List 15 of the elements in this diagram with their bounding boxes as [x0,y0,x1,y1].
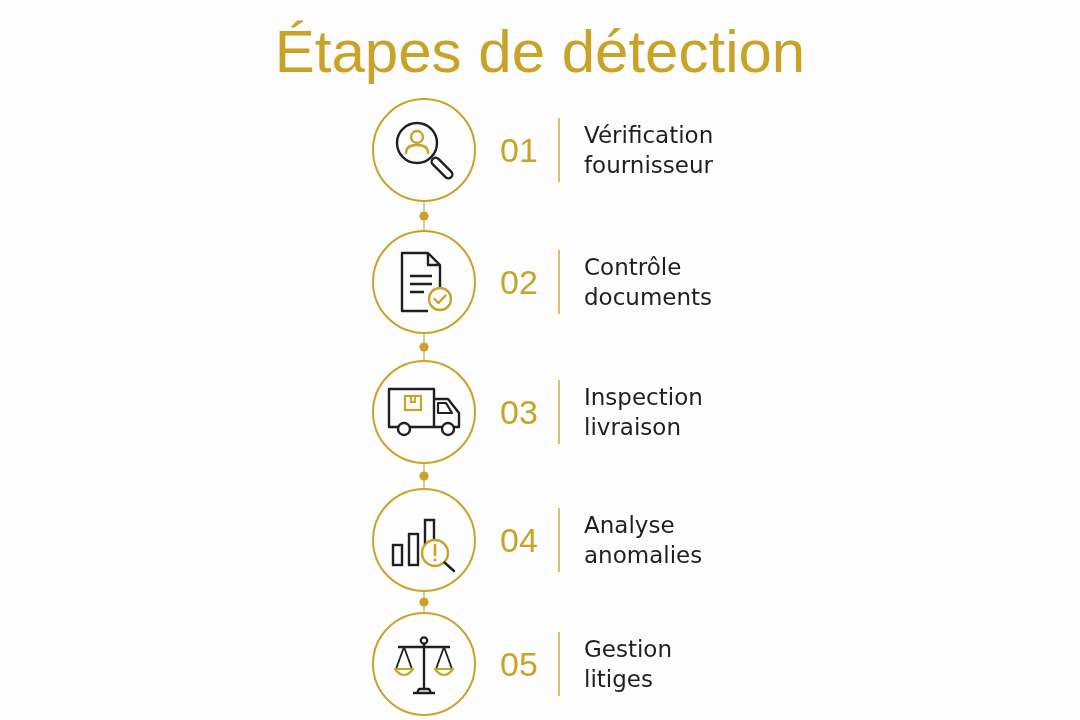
step-number: 02 [500,262,538,302]
connector-line [419,333,429,361]
connector-line [419,201,429,231]
connector-line [419,591,429,613]
step-number: 04 [500,520,538,560]
title: Étapes de détection [274,18,806,86]
connector-line [419,463,429,489]
step-number: 01 [500,130,538,170]
step-label: Analyse anomalies [584,511,703,570]
step-label: Inspection livraison [584,383,703,442]
step-label: Gestion litiges [584,635,672,694]
step-number: 03 [500,392,538,432]
step-number: 05 [500,644,538,684]
step-label: Contrôle documents [584,253,713,312]
step-label: Vérification fournisseur [584,121,714,180]
